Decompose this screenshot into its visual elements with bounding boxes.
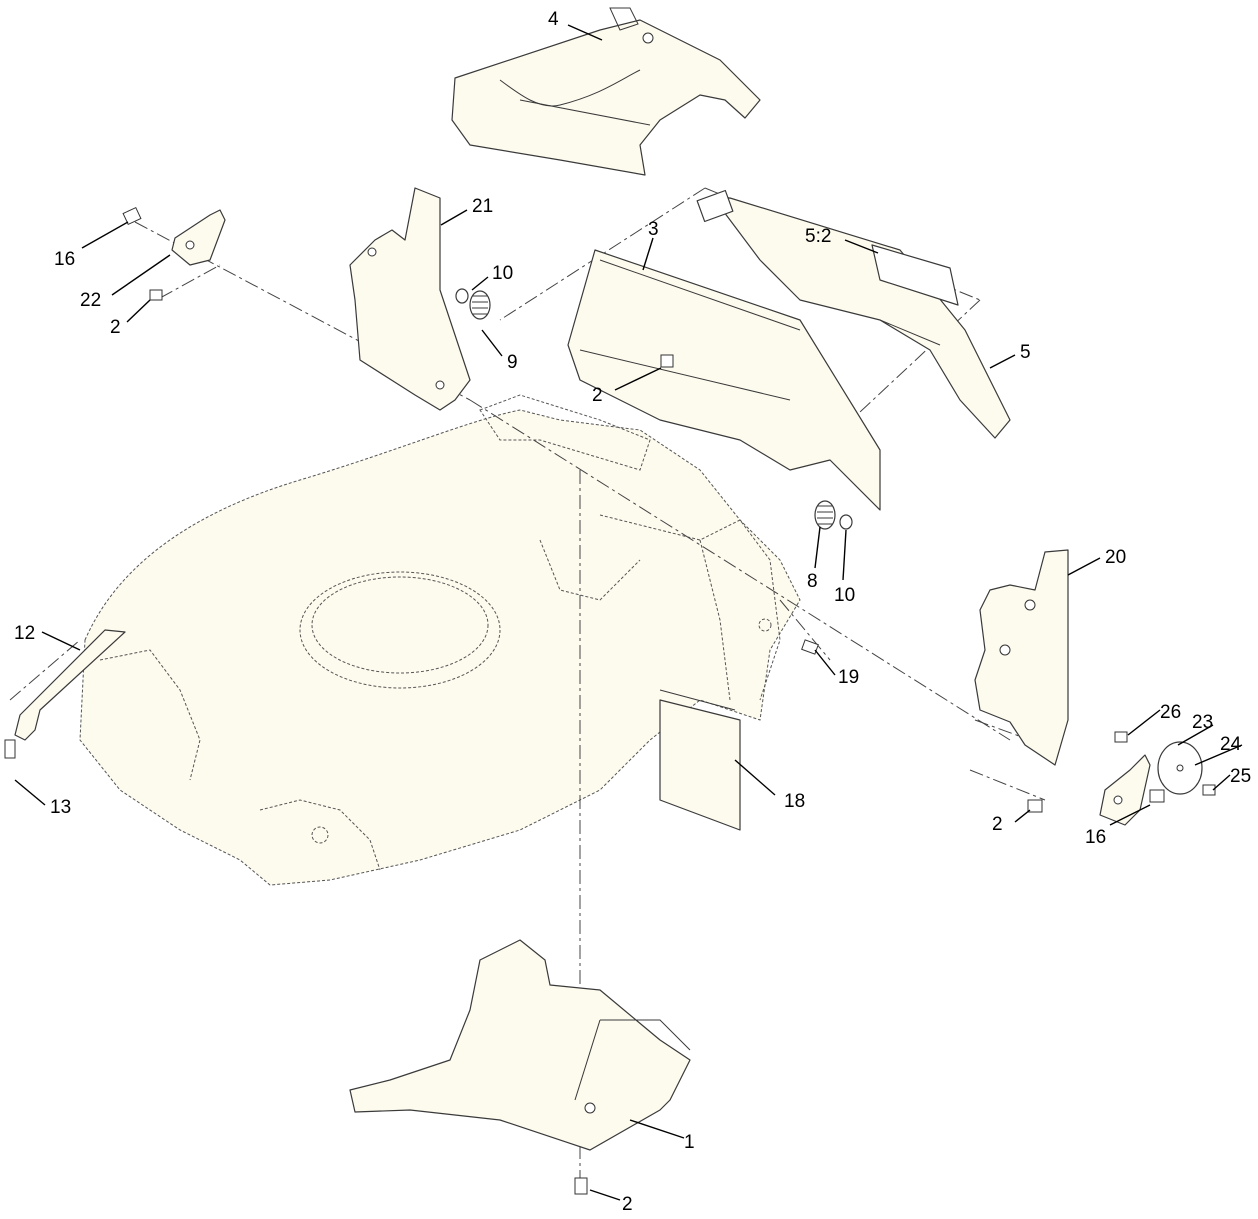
callout-16-left: 16	[54, 249, 75, 270]
callout-12: 12	[14, 623, 35, 644]
decal-5-2	[871, 244, 959, 306]
callout-2-bottom: 2	[622, 1194, 633, 1215]
hardware	[4, 206, 1216, 1195]
part-4-discharge-chute	[451, 7, 761, 176]
part-23-right-lever	[1099, 754, 1151, 826]
mower-deck	[79, 394, 801, 886]
callout-25: 25	[1230, 766, 1251, 787]
callout-21: 21	[472, 196, 493, 217]
spring-9	[469, 290, 491, 320]
washer-10-right	[839, 514, 853, 530]
callout-1: 1	[684, 1132, 695, 1153]
part-20-right-bracket	[974, 549, 1069, 766]
callout-5-2: 5:2	[805, 226, 831, 247]
part-18-flap	[659, 689, 741, 831]
callout-3: 3	[648, 219, 659, 240]
callout-10-right: 10	[834, 585, 855, 606]
callout-2-left: 2	[110, 317, 121, 338]
part-3-baffle	[567, 249, 881, 511]
part-5-rear-flap	[696, 189, 1011, 439]
callout-22: 22	[80, 290, 101, 311]
part-1-lower-deflector	[349, 939, 691, 1151]
callout-5: 5	[1020, 342, 1031, 363]
callout-9: 9	[507, 352, 518, 373]
washer-10-left	[455, 288, 469, 304]
part-12-link	[14, 629, 126, 741]
callout-2-right: 2	[992, 814, 1003, 835]
callout-labels: 4 3 5:2 5 21 10 9 16 22 2 2 20 8 10 19 1…	[14, 9, 1251, 1215]
callout-13: 13	[50, 797, 71, 818]
callout-10-left: 10	[492, 263, 513, 284]
callout-20: 20	[1105, 547, 1126, 568]
callout-16-right: 16	[1085, 827, 1106, 848]
callout-24: 24	[1220, 734, 1242, 755]
leader-lines	[14, 24, 1243, 1201]
callout-2-center: 2	[592, 385, 603, 406]
callout-18: 18	[784, 791, 805, 812]
callout-8: 8	[807, 571, 818, 592]
callout-26: 26	[1160, 702, 1181, 723]
part-21-left-bracket	[349, 187, 471, 411]
part-22-left-lever	[171, 209, 226, 266]
spring-8	[814, 500, 836, 530]
callout-23: 23	[1192, 712, 1213, 733]
callout-4: 4	[548, 9, 559, 30]
callout-19: 19	[838, 667, 859, 688]
part-24-washer	[1157, 741, 1203, 795]
